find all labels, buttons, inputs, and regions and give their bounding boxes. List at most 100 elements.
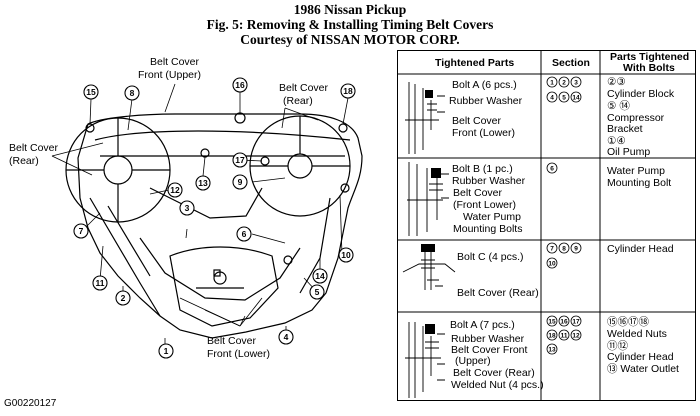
- callout-10: [338, 247, 354, 263]
- callout-18: [340, 83, 356, 99]
- label-belt-cover-rear-left-2: (Rear): [9, 155, 39, 167]
- row1-parts-3: Front (Lower): [452, 127, 515, 139]
- callout-16-text: 16: [235, 80, 245, 90]
- callout-1-text: 1: [164, 346, 169, 356]
- row1-parts-0: Bolt A (6 pcs.): [452, 79, 517, 91]
- row1-bolts-3: Compressor: [607, 112, 665, 124]
- callout-6-text: 6: [242, 229, 247, 239]
- sec-17: 17: [572, 319, 580, 326]
- header-bolts-1: Parts Tightened: [610, 51, 689, 63]
- row4-parts-0: Bolt A (7 pcs.): [450, 319, 515, 331]
- callout-3: [179, 200, 195, 216]
- row1-bolts-2: ⑤ ⑭: [607, 100, 630, 112]
- section-callouts: [546, 76, 582, 355]
- sec-15: 15: [548, 319, 556, 326]
- row4-parts-5: Welded Nut (4 pcs.): [451, 379, 544, 391]
- callout-3-text: 3: [185, 203, 190, 213]
- title-line-2: Fig. 5: Removing & Installing Timing Bel…: [206, 17, 494, 32]
- callout-15-text: 15: [86, 87, 96, 97]
- callout-14-text: 14: [315, 271, 325, 281]
- row4-bolts-0: ⑮⑯⑰⑱: [607, 316, 649, 328]
- row1-bolts-6: Oil Pump: [607, 146, 650, 158]
- row4-parts-4: Belt Cover (Rear): [453, 367, 535, 379]
- header-tightened-parts: Tightened Parts: [435, 57, 514, 69]
- row1-bolts-5: ①④: [607, 135, 626, 147]
- callout-1: [158, 343, 174, 359]
- sec-12: 12: [572, 333, 580, 340]
- row4-bolts-1: Welded Nuts: [607, 328, 667, 340]
- row2-bolts-1: Mounting Bolt: [607, 177, 671, 189]
- sec-16: 16: [560, 319, 568, 326]
- sec-18: 18: [548, 333, 556, 340]
- row2-parts-2: Belt Cover: [453, 187, 503, 199]
- row4-parts-1: Rubber Washer: [451, 333, 525, 345]
- row4-bolts-4: ⑬ Water Outlet: [607, 363, 679, 375]
- row2-parts-3: (Front Lower): [453, 199, 516, 211]
- label-belt-cover-rear-right: Belt Cover: [279, 82, 329, 94]
- sec-9: 9: [574, 246, 578, 253]
- callout-5-text: 5: [315, 287, 320, 297]
- title-line-3: Courtesy of NISSAN MOTOR CORP.: [240, 32, 460, 47]
- callout-9-text: 9: [238, 177, 243, 187]
- callout-2: [115, 290, 131, 306]
- label-belt-cover-front-upper-2: Front (Upper): [138, 69, 201, 81]
- sec-13: 13: [548, 347, 556, 354]
- sec-1: 1: [550, 80, 554, 87]
- callout-18-text: 18: [343, 86, 353, 96]
- title-line-1: 1986 Nissan Pickup: [293, 2, 407, 17]
- callout-13: [195, 175, 211, 191]
- sec-11: 11: [561, 333, 568, 340]
- sec-10: 10: [548, 261, 556, 268]
- row4-bolts-2: ⑪⑫: [607, 340, 628, 352]
- callout-8-text: 8: [130, 88, 135, 98]
- sec-3: 3: [574, 80, 578, 87]
- sec-6: 6: [550, 166, 554, 173]
- header-section: Section: [552, 57, 590, 69]
- row4-parts-3: (Upper): [455, 355, 491, 367]
- figure-code: G00220127: [4, 398, 57, 409]
- callout-17-text: 17: [235, 155, 245, 165]
- row1-bolts-4: Bracket: [607, 123, 643, 135]
- label-belt-cover-front-lower: Belt Cover: [207, 335, 257, 347]
- row2-bolts-0: Water Pump: [607, 165, 665, 177]
- callout-4: [278, 329, 294, 345]
- label-belt-cover-rear-left: Belt Cover: [9, 142, 59, 154]
- bolt-sketches: [402, 82, 456, 398]
- callout-6: [236, 226, 252, 242]
- callout-2-text: 2: [121, 293, 126, 303]
- row2-parts-5: Mounting Bolts: [453, 223, 522, 235]
- callout-11-text: 11: [96, 278, 105, 288]
- sec-8: 8: [562, 246, 566, 253]
- sec-14: 14: [572, 95, 580, 102]
- callout-7-text: 7: [79, 226, 84, 236]
- callout-9: [232, 174, 248, 190]
- callout-15: [83, 84, 99, 100]
- label-belt-cover-rear-right-2: (Rear): [283, 95, 313, 107]
- sec-5: 5: [562, 95, 566, 102]
- label-belt-cover-front-upper: Belt Cover: [150, 56, 200, 68]
- row2-parts-1: Rubber Washer: [452, 175, 526, 187]
- row3-bolts-0: Cylinder Head: [607, 243, 674, 255]
- callout-12-text: 12: [170, 185, 180, 195]
- label-belt-cover-front-lower-2: Front (Lower): [207, 348, 270, 360]
- callout-17: [232, 152, 248, 168]
- row4-parts-2: Belt Cover Front: [451, 344, 528, 356]
- callout-12: [167, 182, 183, 198]
- row4-bolts-3: Cylinder Head: [607, 351, 674, 363]
- callout-5: [309, 284, 325, 300]
- header-bolts-2: With Bolts: [623, 62, 675, 74]
- callout-16: [232, 77, 248, 93]
- callout-11: [92, 275, 108, 291]
- row2-parts-0: Bolt B (1 pc.): [452, 163, 513, 175]
- callout-13-text: 13: [198, 178, 208, 188]
- callout-10-text: 10: [341, 250, 351, 260]
- row1-bolts-0: ②③: [607, 76, 626, 88]
- tightening-table: Tightened Parts Section Parts Tightened …: [397, 50, 696, 401]
- sec-2: 2: [562, 80, 566, 87]
- callout-group: [73, 77, 356, 359]
- timing-belt-cover-diagram: Belt Cover Front (Upper) Belt Cover (Rea…: [9, 56, 363, 360]
- row3-parts-0: Bolt C (4 pcs.): [457, 251, 524, 263]
- row2-parts-4: Water Pump: [463, 211, 521, 223]
- callout-4-text: 4: [284, 332, 289, 342]
- callout-7: [73, 223, 89, 239]
